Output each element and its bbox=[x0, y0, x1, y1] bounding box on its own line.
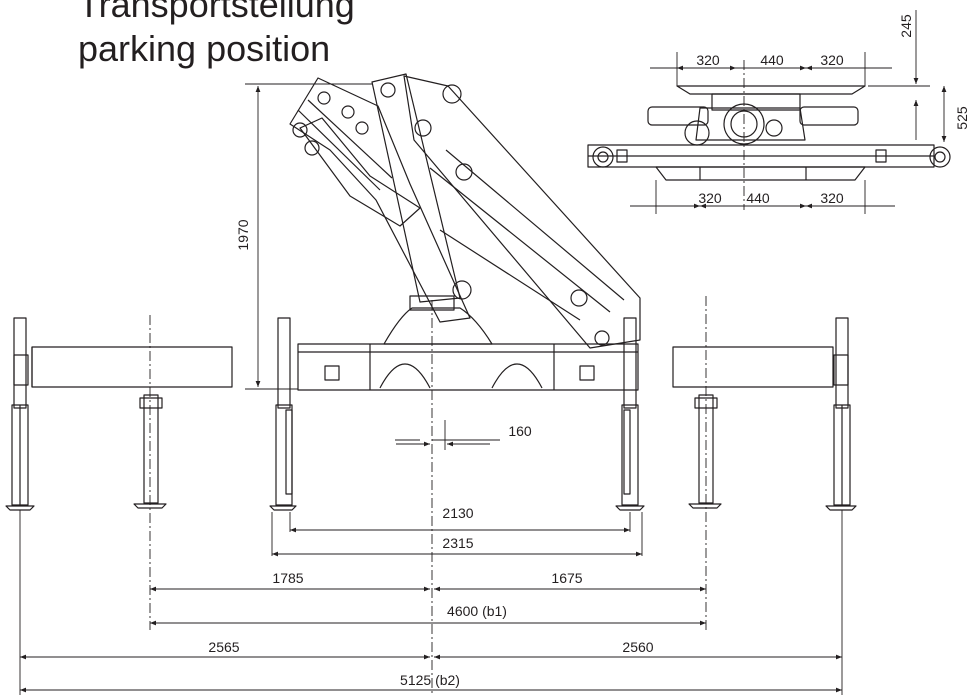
dim-2565: 2565 bbox=[208, 639, 239, 655]
base-frame bbox=[297, 343, 639, 391]
jib-pin-2 bbox=[304, 140, 320, 156]
plan-leg-right bbox=[929, 146, 951, 168]
plan-leg-right-inner bbox=[934, 151, 946, 163]
plan-dim-bottom-left: 320 bbox=[698, 190, 722, 206]
column-bottom-pin bbox=[452, 280, 472, 300]
plan-dim-525: 525 bbox=[954, 106, 970, 130]
leg-outer-right bbox=[825, 317, 857, 511]
plan-valve-right bbox=[875, 149, 887, 163]
main-cylinder bbox=[299, 117, 421, 227]
leg-center-right bbox=[615, 317, 645, 511]
jib-pin-1 bbox=[292, 122, 308, 138]
plan-dim-top-right: 320 bbox=[820, 52, 844, 68]
plan-top-plate bbox=[676, 85, 866, 95]
plan-leg-left-inner bbox=[597, 151, 609, 163]
main-boom bbox=[403, 75, 641, 349]
dim-2560: 2560 bbox=[622, 639, 653, 655]
outrigger-box-left bbox=[31, 346, 233, 388]
boom-pin-end bbox=[594, 330, 610, 346]
dim-5125-b2: 5125 (b2) bbox=[400, 672, 460, 688]
plan-base-body bbox=[695, 107, 806, 141]
plan-dim-bottom-mid: 440 bbox=[746, 190, 770, 206]
boom-pin-mid bbox=[455, 163, 473, 181]
plan-cylinder-right bbox=[799, 106, 859, 126]
dimension-labels: 1970 160 2130 2315 1785 1675 4600 (b1) 2… bbox=[208, 14, 970, 688]
plan-dim-245: 245 bbox=[898, 14, 914, 38]
frame-arch-right bbox=[491, 363, 543, 389]
dim-1675: 1675 bbox=[551, 570, 582, 586]
dim-2315: 2315 bbox=[442, 535, 473, 551]
outrigger-box-right bbox=[672, 346, 834, 388]
leg-inner-left bbox=[133, 394, 167, 509]
boom-pin-top bbox=[414, 119, 432, 137]
frame-arch-left bbox=[379, 363, 431, 389]
column-top-pin bbox=[380, 82, 396, 98]
crane-side-view bbox=[31, 73, 834, 391]
dim-4600-b1: 4600 (b1) bbox=[447, 603, 507, 619]
plan-dim-top-left: 320 bbox=[696, 52, 720, 68]
jib-pin-5 bbox=[355, 121, 369, 135]
title-german: Transportstellung bbox=[78, 0, 355, 25]
plan-hose-right bbox=[765, 119, 783, 137]
jib-pin-3 bbox=[317, 91, 331, 105]
plan-cylinder-left bbox=[647, 106, 709, 126]
dim-2130: 2130 bbox=[442, 505, 473, 521]
plan-valve-left bbox=[616, 149, 628, 163]
dim-1970: 1970 bbox=[235, 219, 251, 250]
lifting-eye bbox=[442, 84, 462, 104]
center-lines bbox=[149, 60, 745, 695]
plan-bottom-plate bbox=[655, 166, 866, 181]
leg-inner-right bbox=[688, 394, 722, 509]
plan-leg-left bbox=[592, 146, 614, 168]
dimension-lines bbox=[19, 10, 947, 695]
crane-column bbox=[371, 73, 461, 303]
boom-pin-low bbox=[570, 289, 588, 307]
leg-center-left bbox=[269, 317, 297, 511]
plan-dim-top-mid: 440 bbox=[760, 52, 784, 68]
title-english: parking position bbox=[78, 28, 331, 69]
plan-view bbox=[587, 85, 951, 181]
dim-160: 160 bbox=[508, 423, 532, 439]
dim-1785: 1785 bbox=[272, 570, 303, 586]
column-pedestal bbox=[383, 307, 493, 345]
jib-arm bbox=[289, 77, 471, 323]
plan-dim-bottom-right: 320 bbox=[820, 190, 844, 206]
leg-outer-left bbox=[5, 317, 35, 511]
frame-plate-left bbox=[324, 365, 340, 381]
frame-plate-right bbox=[579, 365, 595, 381]
jib-pin-4 bbox=[341, 105, 355, 119]
